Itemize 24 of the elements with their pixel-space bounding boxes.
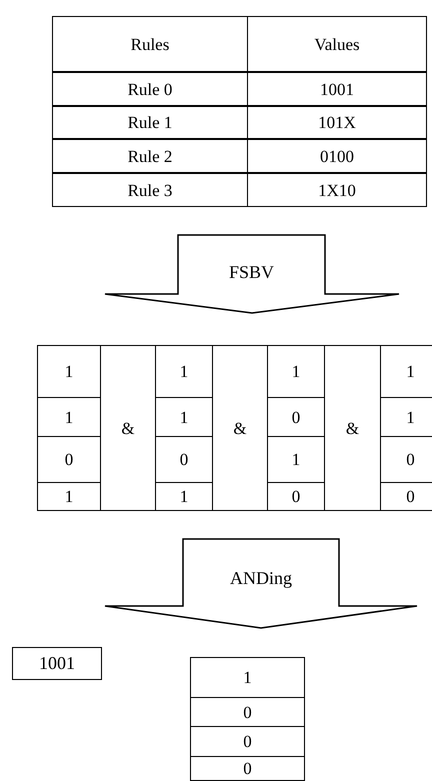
- arrow-label: FSBV: [228, 263, 274, 281]
- table-cell: &: [100, 345, 156, 511]
- table-cell: &: [324, 345, 381, 511]
- table-cell: Values: [247, 16, 427, 72]
- table-cell: 101X: [247, 106, 427, 139]
- table-cell: 1: [37, 345, 101, 398]
- block-arrow: [104, 234, 400, 314]
- block-arrow: [104, 538, 418, 629]
- table-cell: Rule 3: [52, 173, 248, 207]
- table-cell: 1: [190, 657, 305, 698]
- table-cell: Rules: [52, 16, 248, 72]
- table-cell: 0: [190, 726, 305, 757]
- table-cell: 0: [190, 756, 305, 781]
- table-cell: 0100: [247, 139, 427, 173]
- table-cell: 0: [190, 697, 305, 727]
- table-cell: 1X10: [247, 173, 427, 207]
- table-cell: 1: [37, 482, 101, 511]
- table-cell: Rule 2: [52, 139, 248, 173]
- table-cell: 1001: [247, 72, 427, 106]
- value-box: 1001: [12, 647, 102, 680]
- table-cell: &: [212, 345, 268, 511]
- table-cell: Rule 1: [52, 106, 248, 139]
- table-cell: Rule 0: [52, 72, 248, 106]
- arrow-label: ANDing: [230, 569, 292, 587]
